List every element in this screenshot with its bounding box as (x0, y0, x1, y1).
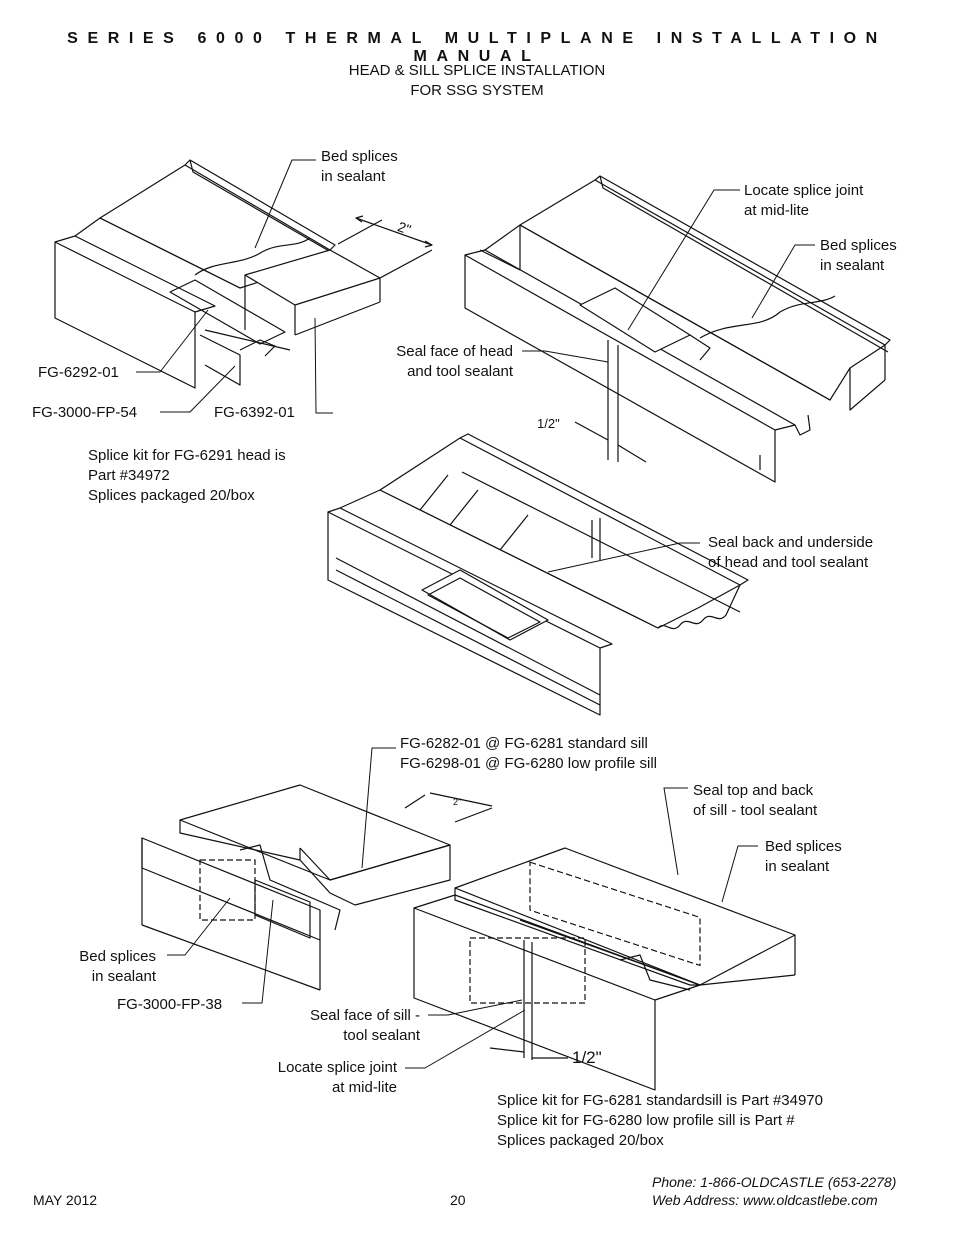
footer-phone: Phone: 1-866-OLDCASTLE (653-2278) (652, 1174, 897, 1190)
kit-note-head-3: Splices packaged 20/box (88, 487, 255, 504)
label-seal-face-sill-a: Seal face of sill - (309, 1007, 420, 1024)
label-bed-splices-sill-right-b: in sealant (765, 858, 830, 875)
label-bed-splices-head-1b: in sealant (321, 168, 386, 185)
label-fg-6392-01: FG-6392-01 (214, 404, 295, 421)
label-bed-splices-sill-right-a: Bed splices (765, 838, 842, 855)
head-splice-drawing-2 (464, 175, 891, 483)
head-leaders-2 (522, 189, 815, 363)
section-title-line2: FOR SSG SYSTEM (410, 82, 544, 99)
label-locate-splice-sill-b: at mid-lite (331, 1079, 397, 1096)
label-locate-splice-head-a: Locate splice joint (744, 182, 864, 199)
label-locate-splice-sill-a: Locate splice joint (277, 1059, 397, 1076)
dim-half-in-head: 1/2" (537, 416, 560, 431)
label-fg-3000-fp-54: FG-3000-FP-54 (32, 404, 138, 421)
label-fg-3000-fp-38: FG-3000-FP-38 (117, 996, 223, 1013)
kit-note-head-1: Splice kit for FG-6291 head is (88, 447, 286, 464)
head-leaders-1 (136, 159, 333, 414)
sill-splice-drawing-1 (141, 784, 493, 991)
head-splice-drawing-1 (54, 159, 433, 389)
dim-half-in-sill: 1/2" (572, 1048, 602, 1067)
footer-web: Web Address: www.oldcastlebe.com (652, 1192, 878, 1208)
kit-note-sill-3: Splices packaged 20/box (497, 1132, 664, 1149)
sill-leaders-1 (167, 747, 396, 1004)
label-bed-splices-head-2a: Bed splices (820, 237, 897, 254)
kit-note-sill-2: Splice kit for FG-6280 low profile sill … (497, 1112, 795, 1129)
kit-note-head-2: Part #34972 (88, 467, 170, 484)
manual-title: SERIES 6000 THERMAL MULTIPLANE INSTALLAT… (67, 30, 887, 65)
label-bed-splices-sill-left-a: Bed splices (79, 948, 156, 965)
label-locate-splice-head-b: at mid-lite (744, 202, 810, 219)
label-bed-splices-head-1a: Bed splices (321, 148, 398, 165)
sill-splice-drawing-2 (413, 847, 796, 1091)
kit-note-sill-1: Splice kit for FG-6281 standardsill is P… (497, 1092, 823, 1109)
label-sill-part-standard: FG-6282-01 @ FG-6281 standard sill (400, 735, 648, 752)
label-seal-face-head-a: Seal face of head (396, 343, 513, 360)
head-underside-drawing (327, 433, 749, 716)
label-bed-splices-head-2b: in sealant (820, 257, 885, 274)
label-seal-top-b: of sill - tool sealant (693, 802, 818, 819)
label-sill-part-low-profile: FG-6298-01 @ FG-6280 low profile sill (400, 755, 657, 772)
label-seal-face-sill-b: tool sealant (343, 1027, 420, 1044)
label-fg-6292-01: FG-6292-01 (38, 364, 119, 381)
head-leaders-3 (547, 542, 700, 573)
section-title-line1: HEAD & SILL SPLICE INSTALLATION (348, 62, 606, 79)
label-seal-face-head-b: and tool sealant (407, 363, 513, 380)
sill-leaders-2 (405, 787, 758, 1069)
page-number: 20 (450, 1192, 466, 1208)
label-bed-splices-sill-left-b: in sealant (91, 968, 156, 985)
footer-date: MAY 2012 (33, 1192, 98, 1208)
label-seal-back-a: Seal back and underside (708, 534, 874, 551)
label-seal-back-b: of head and tool sealant (708, 554, 869, 571)
dim-2in-sill: 2" (453, 797, 462, 807)
label-seal-top-a: Seal top and back (693, 782, 814, 799)
